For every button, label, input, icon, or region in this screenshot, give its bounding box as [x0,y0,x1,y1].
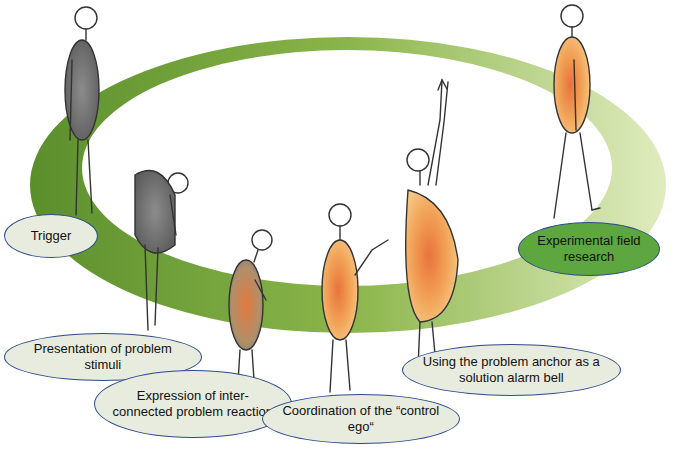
label-oval: Experimental field research [518,222,660,276]
label-oval: Coordination of the “control ego“ [262,394,460,444]
stage-label: Coordination of the “control ego“ [263,403,459,434]
stage-label: Using the problem anchor as a solution a… [403,354,620,385]
label-oval: Using the problem anchor as a solution a… [402,344,621,396]
stage-label: Presentation of problem stimuli [5,341,201,372]
stage-label: Trigger [17,228,86,244]
stick-figures [65,5,600,392]
stage-label: Expression of inter-connected problem re… [95,388,291,419]
label-oval: Expression of inter-connected problem re… [94,370,292,439]
label-oval: Trigger [4,214,98,258]
stage-label: Experimental field research [519,233,659,264]
